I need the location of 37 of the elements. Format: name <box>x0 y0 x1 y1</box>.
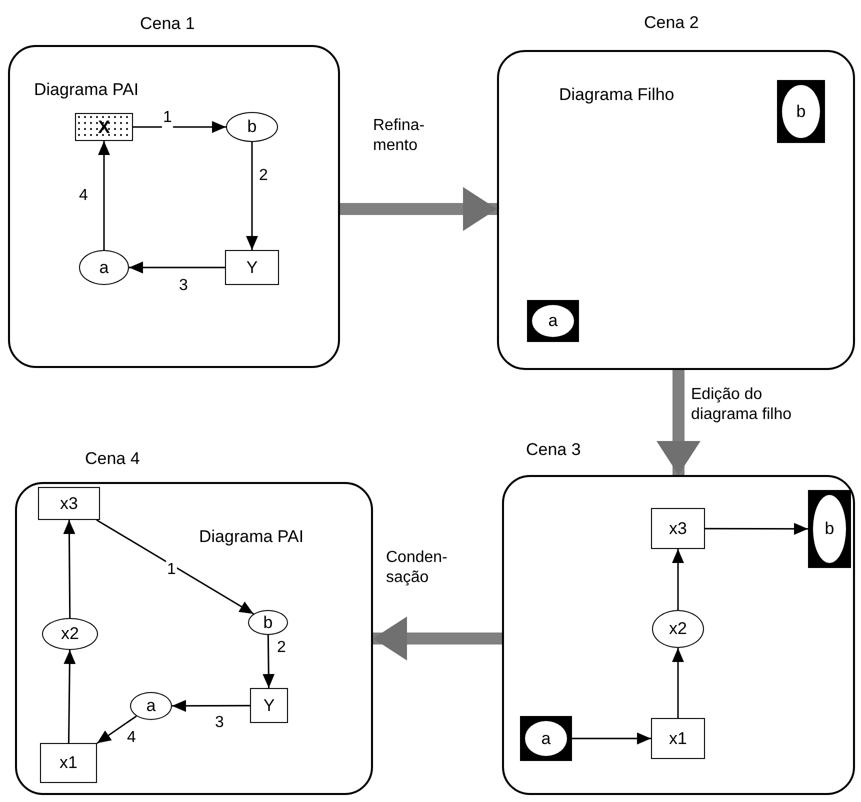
panel-label: Diagrama Filho <box>559 84 674 106</box>
arrow <box>96 715 137 744</box>
process-box: x3 <box>38 487 100 520</box>
ellipse-node: a <box>130 692 172 720</box>
panel-label: Cena 1 <box>140 13 195 35</box>
arrow <box>64 650 76 743</box>
panel-label: Diagrama PAI <box>199 526 304 548</box>
arrow <box>672 549 684 610</box>
panel-label: Cena 4 <box>85 448 140 470</box>
process-box: x1 <box>40 743 97 783</box>
ellipse-node: x2 <box>42 618 98 650</box>
arrow <box>172 700 250 712</box>
process-box: x3 <box>651 508 705 549</box>
process-box: Y <box>225 250 279 285</box>
arrow <box>672 648 684 718</box>
edge-label: 1 <box>162 108 173 128</box>
panel-label: Cena 2 <box>644 12 699 34</box>
ellipse-node: a <box>79 250 129 285</box>
arrow <box>129 262 225 274</box>
panel-label: Diagrama PAI <box>34 79 139 101</box>
panel-label: Cena 3 <box>526 439 581 461</box>
arrow <box>96 519 254 614</box>
ellipse-node: b <box>248 610 288 635</box>
process-box: Y <box>250 688 288 723</box>
arrow <box>262 634 275 688</box>
process-box: x1 <box>651 718 705 759</box>
arrow <box>133 121 226 133</box>
ellipse-node: b <box>226 112 278 142</box>
thick-arrow <box>656 370 700 475</box>
arrow <box>572 732 651 744</box>
arrow <box>98 141 110 250</box>
thick-arrow <box>373 616 502 660</box>
arrow <box>705 522 808 535</box>
ellipse-node: x2 <box>652 610 704 648</box>
thick-arrow <box>340 187 497 231</box>
arrow <box>63 520 76 618</box>
arrow <box>246 142 258 250</box>
